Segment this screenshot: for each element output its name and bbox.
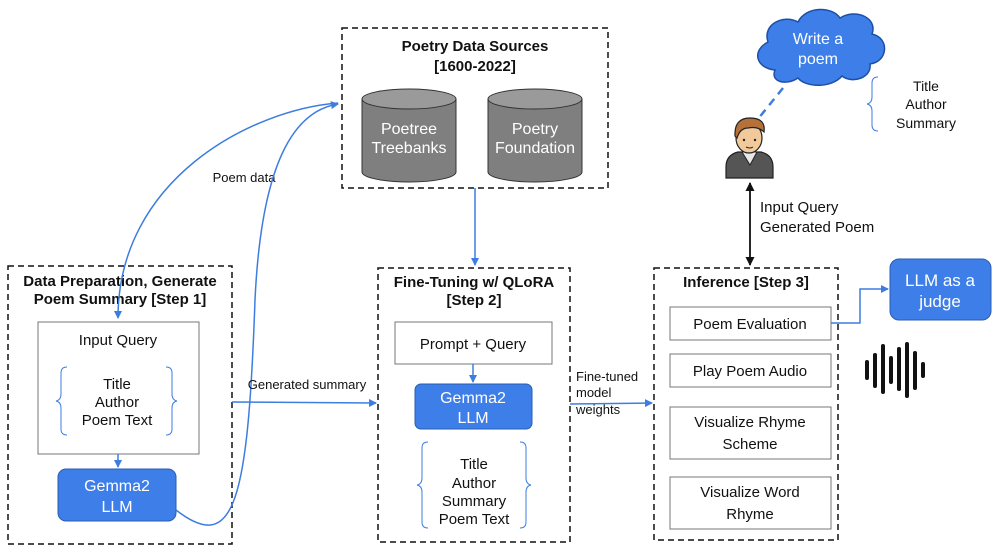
finetuned-label-1: Fine-tuned	[576, 369, 638, 384]
visualize-rhyme-scheme-box	[669, 406, 832, 460]
step2-field-author: Author	[452, 475, 496, 492]
left-brace-icon	[866, 76, 879, 132]
user-field-author: Author	[905, 96, 947, 112]
finetuned-label-2: model	[576, 385, 612, 400]
step1-llm-box	[57, 468, 177, 522]
user-field-title: Title	[913, 78, 939, 94]
db-foundation-label-1: Poetry	[512, 121, 558, 138]
db-foundation-label-2: Foundation	[495, 140, 575, 157]
step2-title-2: [Step 2]	[446, 292, 501, 309]
right-brace-icon	[519, 441, 532, 529]
llm-judge-label-2: judge	[918, 292, 961, 311]
db-poetree-label-2: Treebanks	[372, 140, 447, 157]
visualize-rhyme-scheme-label-1: Visualize Rhyme	[694, 414, 805, 431]
left-brace-icon	[416, 441, 429, 529]
step1-title-2: Poem Summary [Step 1]	[34, 291, 207, 308]
generated-summary-label: Generated summary	[248, 377, 367, 392]
judge-group: LLM as a judge	[889, 258, 992, 321]
step2-title-1: Fine-Tuning w/ QLoRA	[394, 274, 555, 291]
finetuned-label-3: weights	[575, 402, 621, 417]
step1-llm-label-2: LLM	[101, 499, 132, 516]
prompt-query-box	[394, 321, 553, 365]
step1-group: Data Preparation, Generate Poem Summary …	[7, 265, 233, 545]
poem-data-arrow	[114, 102, 339, 319]
data-sources-years: [1600-2022]	[434, 58, 516, 75]
poem-evaluation-label: Poem Evaluation	[693, 316, 806, 333]
step1-box	[7, 265, 233, 545]
play-poem-audio-box	[669, 353, 832, 388]
visualize-rhyme-scheme-label-2: Scheme	[722, 436, 777, 453]
generated-poem-edge-label: Generated Poem	[760, 219, 874, 236]
db-poetree-label-1: Poetree	[381, 121, 437, 138]
cloud-connector	[757, 87, 784, 120]
data-sources-box	[341, 27, 609, 189]
step2-field-poem-text: Poem Text	[439, 511, 510, 528]
step2-llm-label-1: Gemma2	[440, 390, 506, 407]
prompt-query-label: Prompt + Query	[420, 336, 527, 353]
input-query-edge-label: Input Query	[760, 199, 839, 216]
step3-title: Inference [Step 3]	[683, 274, 809, 291]
user-field-summary: Summary	[896, 115, 956, 131]
step3-box	[653, 267, 839, 541]
database-icon-poetry-foundation: Poetry Foundation	[487, 88, 583, 183]
input-query-label: Input Query	[79, 332, 158, 349]
step2-llm-label-2: LLM	[457, 410, 488, 427]
database-icon-poetree: Poetree Treebanks	[361, 88, 457, 183]
step1-llm-label-1: Gemma2	[84, 478, 150, 495]
step1-field-author: Author	[95, 394, 139, 411]
poem-evaluation-box	[669, 306, 832, 341]
data-sources-group: Poetry Data Sources [1600-2022] Poetree …	[341, 27, 609, 189]
play-poem-audio-label: Play Poem Audio	[693, 363, 807, 380]
visualize-word-rhyme-label-1: Visualize Word	[700, 484, 800, 501]
llm-to-sources-arrow	[175, 101, 339, 526]
step1-field-poem-text: Poem Text	[82, 412, 153, 429]
step1-title-1: Data Preparation, Generate	[23, 273, 216, 290]
user-avatar-icon	[725, 117, 774, 179]
poem-data-label: Poem data	[213, 170, 277, 185]
user-fields-group: Title Author Summary	[866, 76, 956, 132]
visualize-word-rhyme-box	[669, 476, 832, 530]
step3-group: Inference [Step 3] Poem Evaluation Play …	[653, 267, 839, 541]
cloud-label-1: Write a	[793, 31, 843, 48]
step2-llm-box	[414, 383, 533, 430]
finetuned-weights-arrow	[569, 399, 653, 408]
step2-field-summary: Summary	[442, 493, 507, 510]
step1-field-title: Title	[103, 376, 131, 393]
cloud-label-2: poem	[798, 51, 838, 68]
left-brace-icon	[55, 366, 68, 436]
audio-waveform-icon	[865, 342, 925, 398]
data-sources-title: Poetry Data Sources	[402, 38, 549, 55]
right-brace-icon	[165, 366, 178, 436]
visualize-word-rhyme-label-2: Rhyme	[726, 506, 774, 523]
llm-judge-box	[889, 258, 992, 321]
step2-box	[377, 267, 571, 543]
llm-judge-label-1: LLM as a	[905, 271, 975, 290]
step2-group: Fine-Tuning w/ QLoRA [Step 2] Prompt + Q…	[377, 267, 571, 543]
generated-summary-arrow	[231, 398, 377, 407]
step2-field-title: Title	[460, 456, 488, 473]
speech-cloud-icon: Write a poem	[757, 8, 886, 86]
evaluation-to-judge-arrow	[831, 285, 889, 324]
